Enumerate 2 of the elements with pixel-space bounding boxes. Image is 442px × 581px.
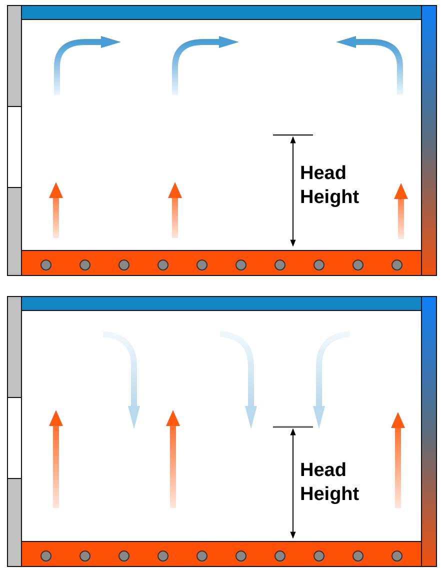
head-height-label: Head Height: [300, 459, 360, 507]
head-height-label: Head Height: [300, 162, 360, 210]
